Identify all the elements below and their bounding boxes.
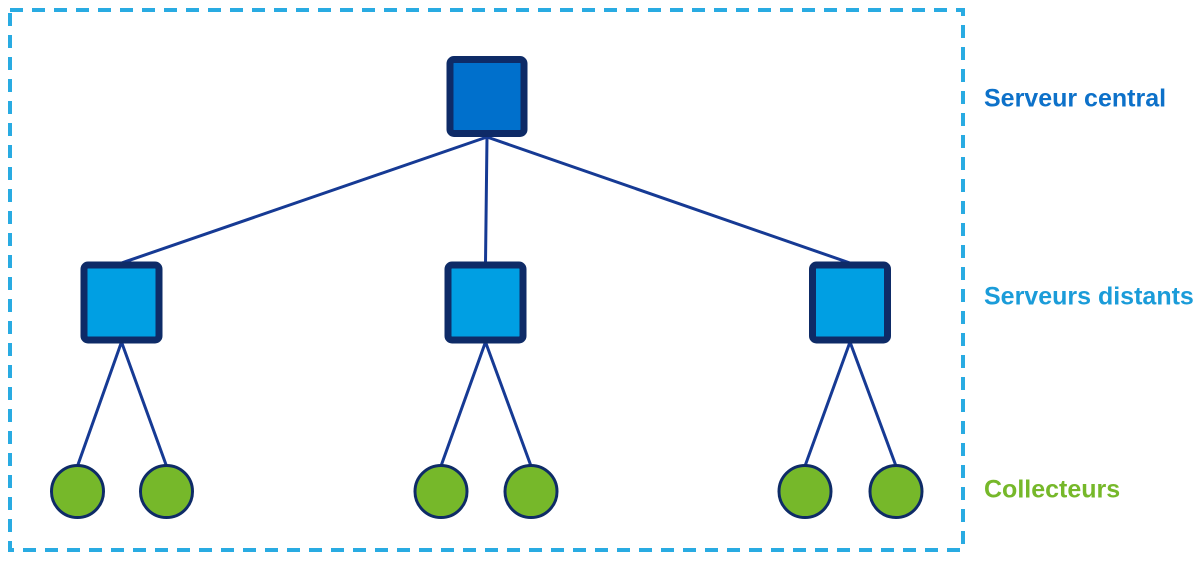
collector-node-3 [413, 464, 469, 519]
remote-server-node-1 [80, 261, 163, 344]
collector-node-1 [50, 464, 105, 519]
collector-node-4 [503, 464, 559, 519]
remote-server-node-2 [444, 261, 527, 344]
connector-line [484, 135, 489, 265]
connector-line [803, 340, 852, 468]
collector-node-6 [868, 464, 924, 519]
connector-line [485, 135, 852, 265]
connector-line [484, 340, 533, 468]
label-serveurs-distants: Serveurs distants [984, 282, 1194, 311]
connector-line [76, 340, 123, 468]
label-collecteurs: Collecteurs [984, 475, 1121, 504]
dashed-border [8, 8, 965, 552]
collector-node-2 [139, 464, 194, 519]
connector-line [848, 340, 898, 468]
collector-node-5 [777, 464, 833, 519]
remote-server-node-3 [809, 261, 891, 344]
connector-line [120, 135, 489, 265]
connector-line [439, 340, 487, 468]
connector-line [120, 340, 168, 468]
label-serveur-central: Serveur central [984, 84, 1167, 113]
central-server-node [446, 56, 528, 137]
